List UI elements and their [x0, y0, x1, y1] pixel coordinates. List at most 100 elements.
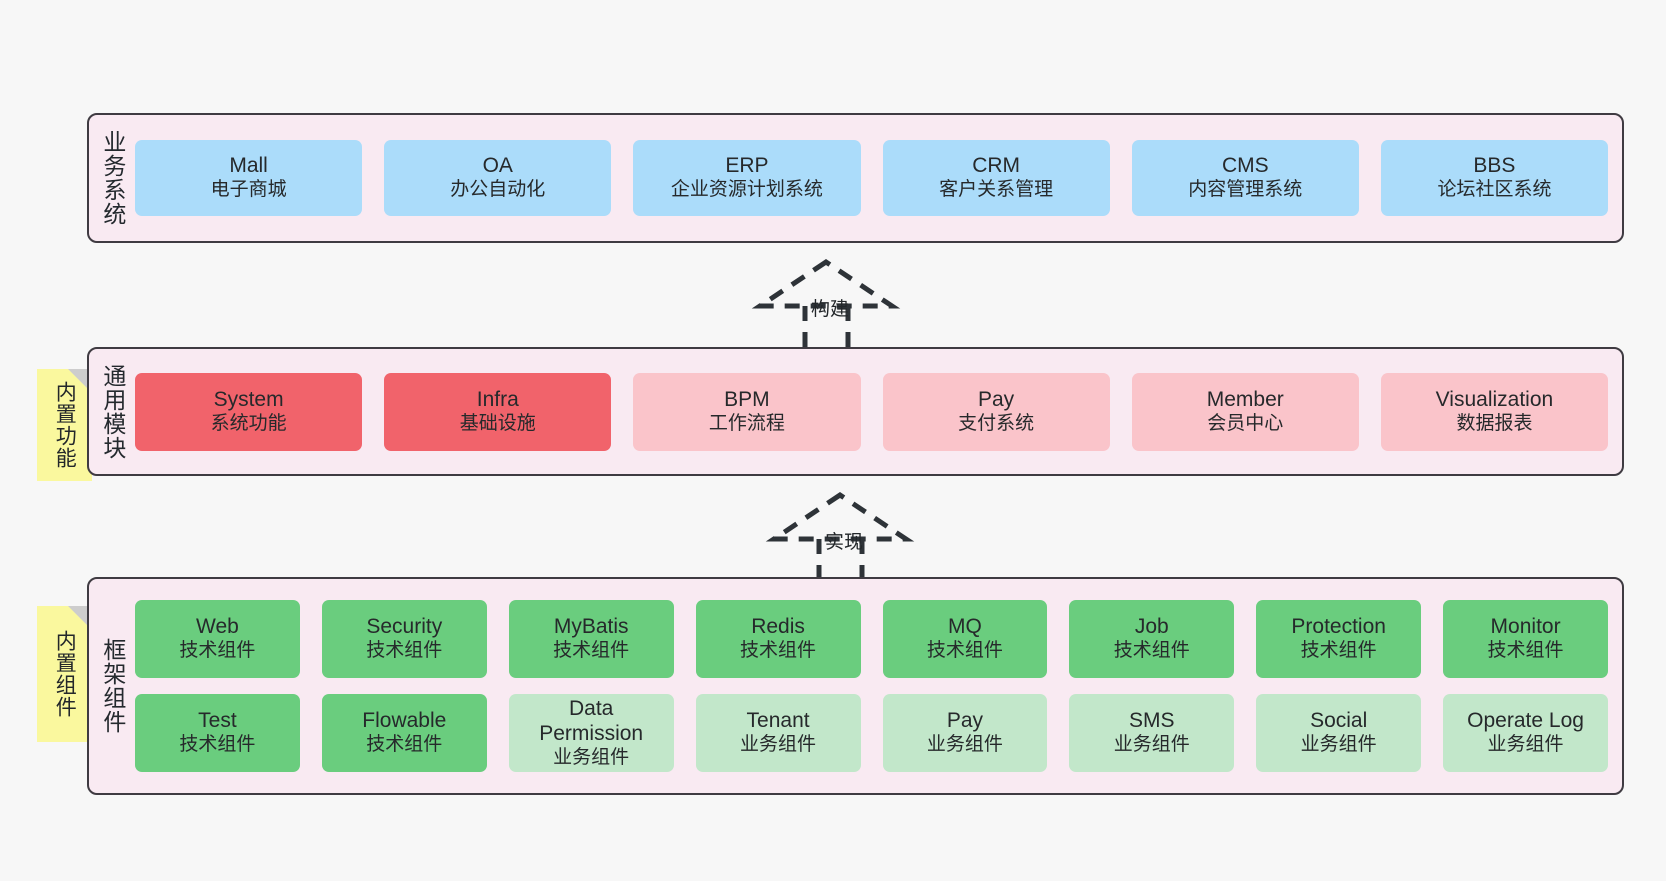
node-title: Job: [1134, 615, 1169, 639]
node-title: Social: [1310, 709, 1368, 733]
node-subtitle: 企业资源计划系统: [670, 179, 823, 201]
layer-body-common-module: System 系统功能 Infra 基础设施 BPM 工作流程 Pay 支付系统…: [135, 349, 1622, 474]
layer-framework-component: 框架组件 Web 技术组件 Security 技术组件 MyBatis 技术组件…: [87, 577, 1624, 795]
node-title: SMS: [1129, 709, 1175, 733]
node-subtitle: 业务组件: [1113, 734, 1190, 756]
node-mybatis[interactable]: MyBatis 技术组件: [508, 600, 674, 678]
node-subtitle: 论坛社区系统: [1437, 179, 1552, 201]
node-member[interactable]: Member 会员中心: [1131, 372, 1359, 451]
node-title: CMS: [1221, 154, 1269, 178]
node-subtitle: 电子商城: [210, 179, 287, 201]
node-subtitle: 基础设施: [459, 412, 536, 434]
node-title: Infra: [476, 387, 519, 411]
node-title: CRM: [972, 154, 1021, 178]
connector-implement: 实现: [764, 485, 934, 583]
connector-build: 构建: [750, 252, 920, 350]
node-pay-component[interactable]: Pay 业务组件: [882, 694, 1048, 772]
node-subtitle: 技术组件: [366, 640, 443, 662]
node-title: Pay: [946, 709, 984, 733]
node-subtitle: 客户关系管理: [939, 179, 1054, 201]
node-infra[interactable]: Infra 基础设施: [384, 372, 612, 451]
node-title: Security: [366, 615, 443, 639]
node-title: Monitor: [1490, 615, 1561, 639]
node-title: MyBatis: [553, 615, 629, 639]
node-flowable[interactable]: Flowable 技术组件: [321, 694, 487, 772]
node-subtitle: 支付系统: [958, 412, 1035, 434]
node-title: Redis: [751, 615, 805, 639]
layer-title-business-system: 业务系统: [99, 130, 126, 226]
node-social[interactable]: Social 业务组件: [1256, 694, 1422, 772]
node-subtitle: 内容管理系统: [1188, 179, 1303, 201]
node-title: BPM: [724, 387, 770, 411]
node-title: Operate Log: [1467, 709, 1584, 733]
node-oa[interactable]: OA 办公自动化: [384, 140, 612, 216]
node-title: ERP: [725, 154, 769, 178]
node-data-permission[interactable]: Data Permission 业务组件: [508, 694, 674, 772]
node-security[interactable]: Security 技术组件: [321, 600, 487, 678]
layer-row: Web 技术组件 Security 技术组件 MyBatis 技术组件 Redi…: [135, 600, 1608, 678]
node-monitor[interactable]: Monitor 技术组件: [1443, 600, 1608, 678]
node-title: Visualization: [1435, 387, 1554, 411]
arrow-head-triangle: [751, 258, 901, 309]
node-title: System: [213, 387, 284, 411]
node-subtitle: 办公自动化: [450, 179, 546, 201]
node-title: Mall: [229, 154, 268, 178]
layer-body-framework-component: Web 技术组件 Security 技术组件 MyBatis 技术组件 Redi…: [135, 579, 1622, 793]
node-title: MQ: [948, 615, 982, 639]
node-subtitle: 会员中心: [1207, 412, 1284, 434]
node-system[interactable]: System 系统功能: [135, 372, 363, 451]
node-title: Tenant: [746, 709, 810, 733]
layer-body-business-system: Mall 电子商城 OA 办公自动化 ERP 企业资源计划系统 CRM 客户关系…: [135, 115, 1622, 241]
node-bpm[interactable]: BPM 工作流程: [633, 372, 861, 451]
node-visualization[interactable]: Visualization 数据报表: [1380, 372, 1609, 451]
node-redis[interactable]: Redis 技术组件: [695, 600, 861, 678]
node-test[interactable]: Test 技术组件: [135, 694, 300, 772]
arrow-shaft: [816, 539, 865, 583]
node-crm[interactable]: CRM 客户关系管理: [882, 140, 1110, 216]
node-title: Test: [198, 709, 237, 733]
node-erp[interactable]: ERP 企业资源计划系统: [633, 140, 861, 216]
node-operate-log[interactable]: Operate Log 业务组件: [1443, 694, 1608, 772]
node-tenant[interactable]: Tenant 业务组件: [695, 694, 861, 772]
node-title: Data Permission: [539, 697, 644, 745]
layer-title-framework-component: 框架组件: [99, 638, 126, 734]
layer-row: Test 技术组件 Flowable 技术组件 Data Permission …: [135, 694, 1608, 772]
node-subtitle: 技术组件: [179, 640, 256, 662]
node-subtitle: 业务组件: [740, 734, 817, 756]
arrow-head-triangle: [765, 491, 915, 542]
layer-row: System 系统功能 Infra 基础设施 BPM 工作流程 Pay 支付系统…: [135, 372, 1609, 451]
node-bbs[interactable]: BBS 论坛社区系统: [1380, 140, 1609, 216]
node-title: Flowable: [362, 709, 447, 733]
node-subtitle: 数据报表: [1456, 412, 1533, 434]
node-web[interactable]: Web 技术组件: [135, 600, 300, 678]
node-title: Member: [1206, 387, 1284, 411]
sticky-note-label: 内置功能: [53, 381, 77, 469]
connector-build-label: 构建: [811, 299, 850, 320]
node-subtitle: 技术组件: [1113, 640, 1190, 662]
node-title: OA: [482, 154, 513, 178]
node-mall[interactable]: Mall 电子商城: [135, 140, 363, 216]
node-subtitle: 技术组件: [926, 640, 1003, 662]
node-subtitle: 技术组件: [179, 734, 256, 756]
sticky-note-builtin-component: 内置组件: [37, 606, 92, 742]
node-job[interactable]: Job 技术组件: [1069, 600, 1235, 678]
node-pay-module[interactable]: Pay 支付系统: [882, 372, 1110, 451]
sticky-note-label: 内置组件: [53, 630, 77, 718]
node-sms[interactable]: SMS 业务组件: [1069, 694, 1235, 772]
node-mq[interactable]: MQ 技术组件: [882, 600, 1048, 678]
node-title: Protection: [1291, 615, 1386, 639]
node-title: Web: [196, 615, 239, 639]
node-subtitle: 业务组件: [1300, 734, 1377, 756]
layer-title-common-module: 通用模块: [99, 363, 126, 460]
node-subtitle: 业务组件: [926, 734, 1003, 756]
node-title: Pay: [978, 387, 1015, 411]
node-subtitle: 业务组件: [553, 746, 630, 768]
node-cms[interactable]: CMS 内容管理系统: [1131, 140, 1359, 216]
arrow-shaft: [802, 306, 851, 350]
node-title: BBS: [1473, 154, 1516, 178]
connector-implement-label: 实现: [825, 532, 864, 553]
layer-row: Mall 电子商城 OA 办公自动化 ERP 企业资源计划系统 CRM 客户关系…: [135, 140, 1609, 216]
node-protection[interactable]: Protection 技术组件: [1256, 600, 1422, 678]
node-subtitle: 技术组件: [1300, 640, 1377, 662]
node-subtitle: 系统功能: [210, 412, 287, 434]
